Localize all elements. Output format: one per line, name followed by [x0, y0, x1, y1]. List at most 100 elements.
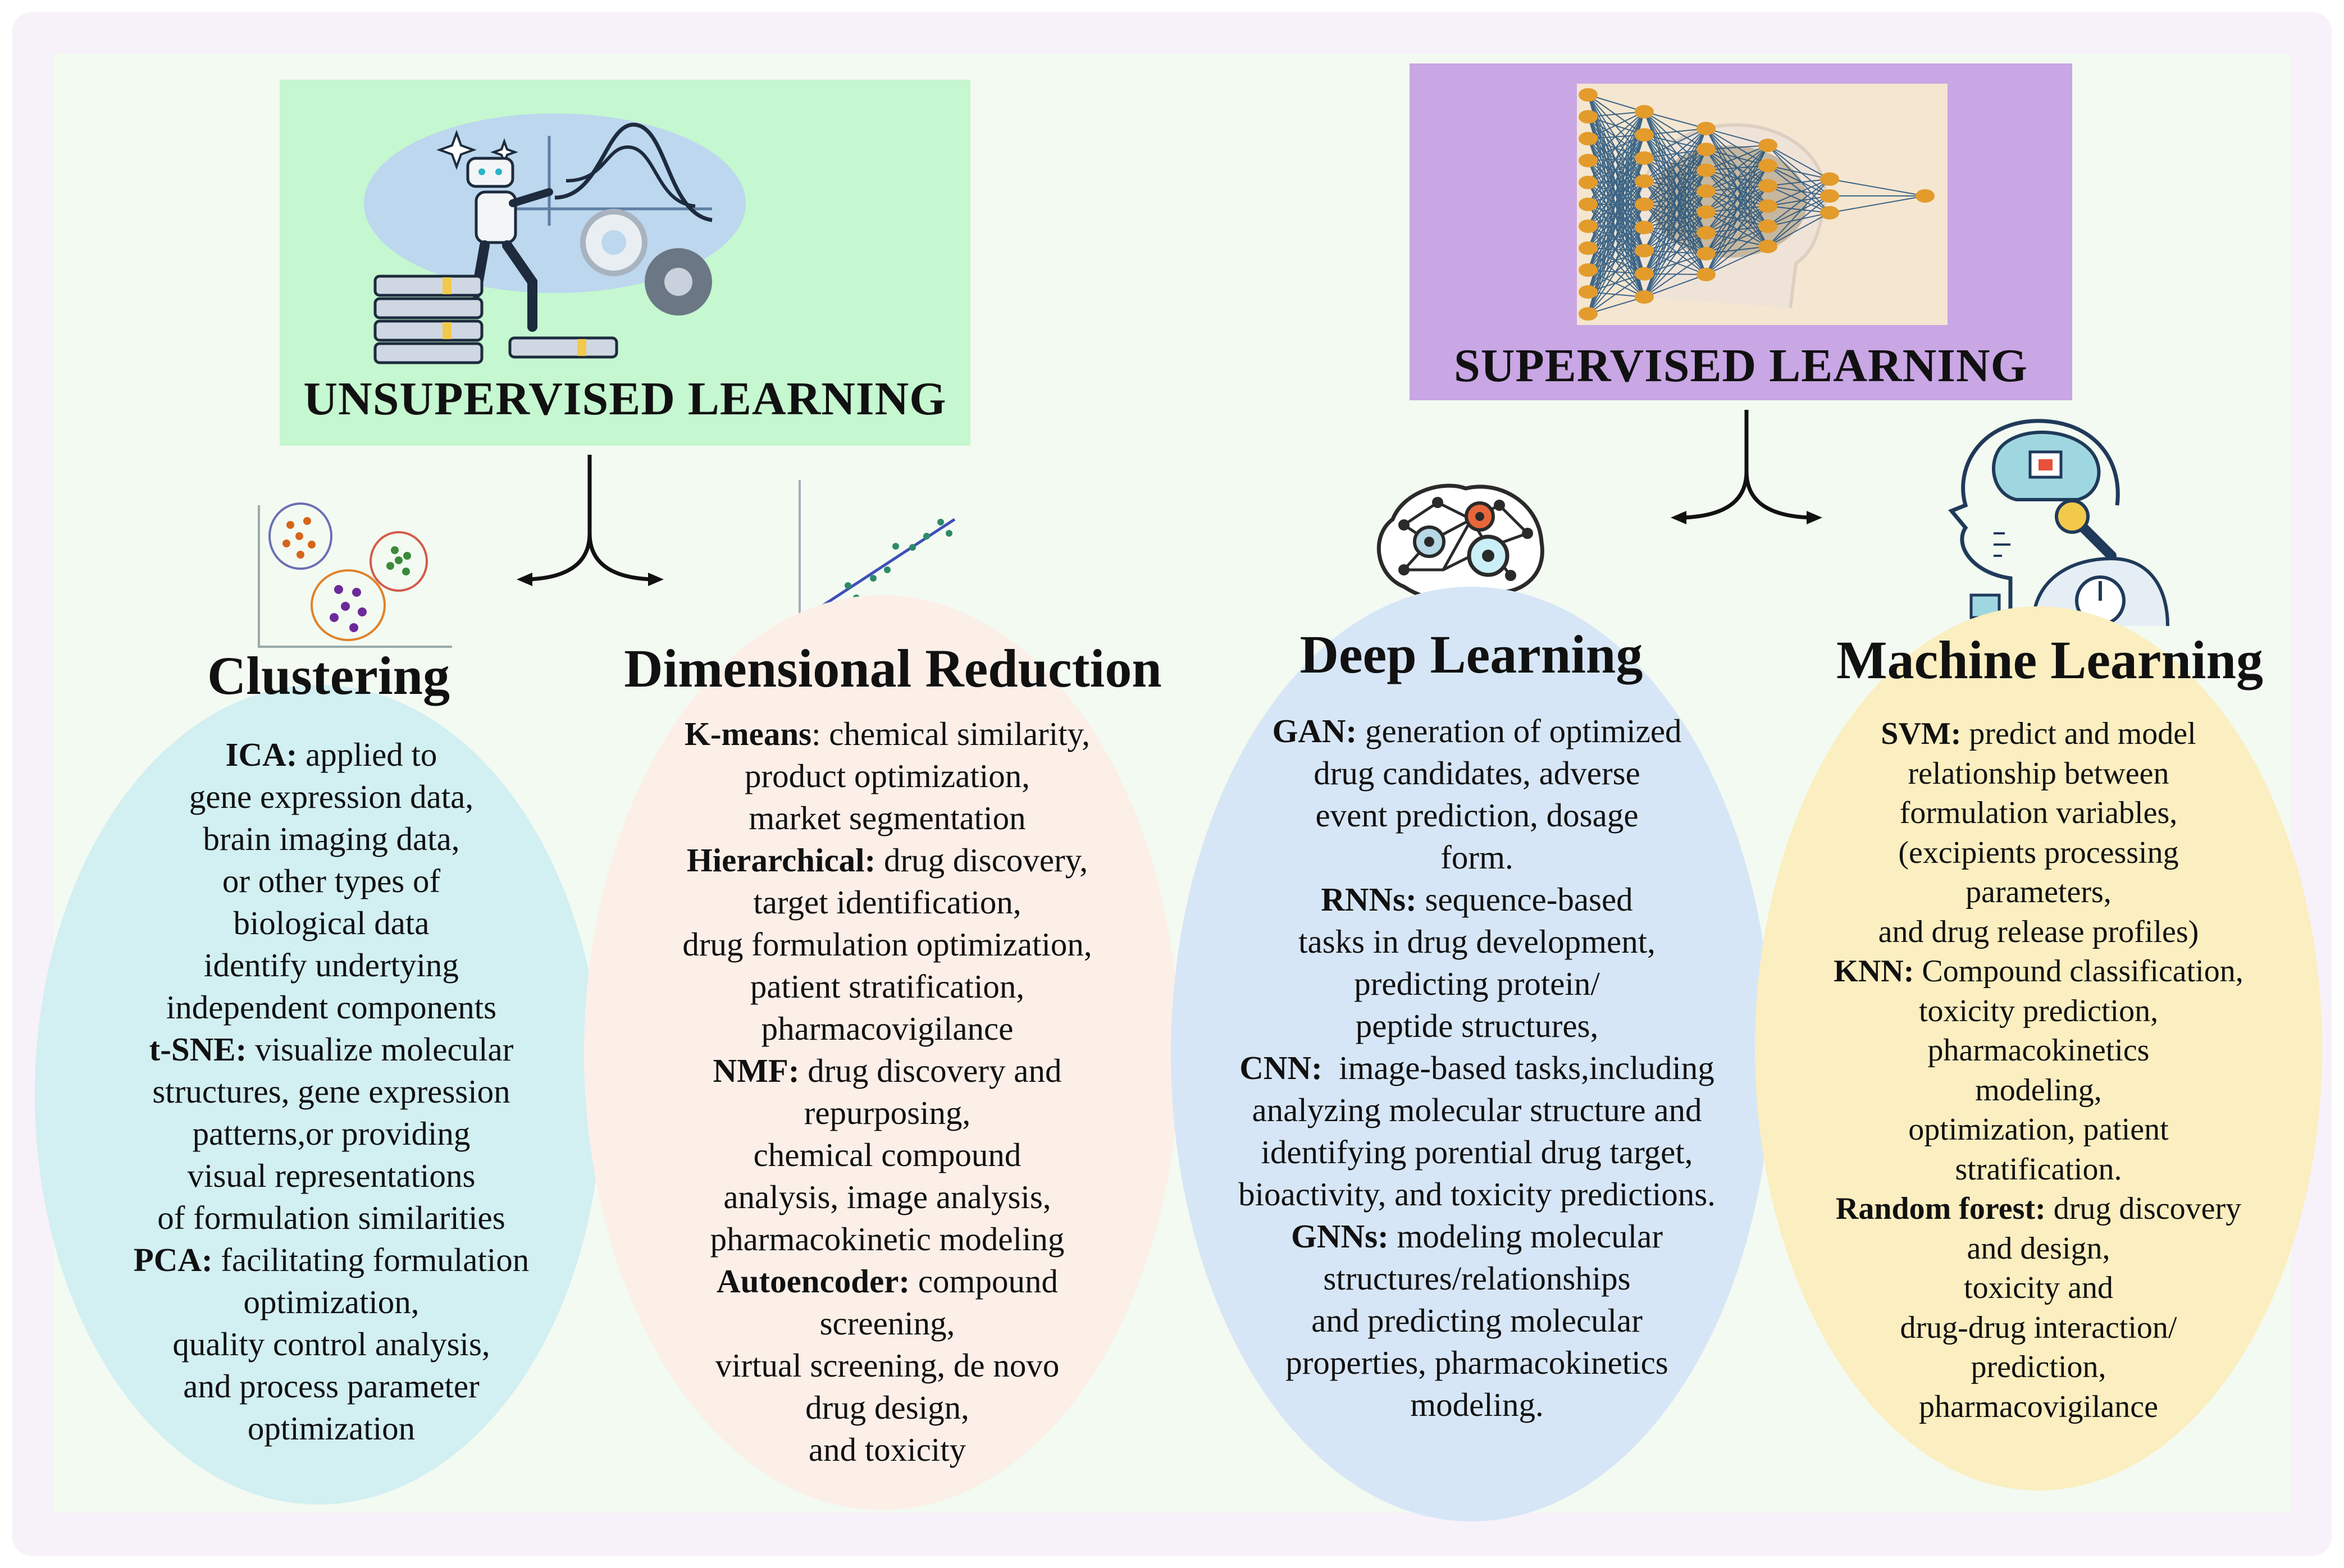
network-edge: [1588, 204, 1645, 314]
entry-label: RNNs:: [1321, 881, 1417, 918]
entry-text-line: independent components: [166, 989, 497, 1026]
entry-text: predict and model: [1961, 716, 2196, 751]
entry-text-line: or other types of: [222, 862, 441, 899]
entry-text-line: peptide structures,: [1355, 1007, 1599, 1044]
network-node: [1579, 198, 1598, 211]
network-node: [1697, 205, 1716, 219]
entry-heading-line: NMF: drug discovery and: [618, 1050, 1157, 1092]
network-edge: [1644, 111, 1707, 234]
network-edge: [1644, 134, 1707, 213]
network-edge: [1588, 273, 1645, 314]
entry-label: SVM:: [1881, 716, 1962, 751]
entry-text-line: pharmacokinetics: [1927, 1033, 2150, 1068]
network-node: [1579, 220, 1598, 233]
network-edge: [1644, 170, 1707, 205]
network-edge: [1705, 145, 1768, 275]
entry-text: image-based tasks,including: [1322, 1049, 1714, 1086]
entry-text-line: brain imaging data,: [203, 820, 460, 857]
network-node: [1697, 163, 1716, 177]
entry-text-line: drug-drug interaction/: [1900, 1310, 2177, 1345]
network-edge: [1767, 179, 1830, 247]
entry-text-line: and process parameter: [183, 1368, 480, 1405]
network-node: [1758, 139, 1777, 152]
entry-text: : chemical similarity,: [811, 715, 1091, 752]
network-edge: [1767, 179, 1830, 207]
network-edge: [1767, 212, 1830, 247]
entry-text: drug discovery,: [875, 842, 1088, 879]
entry-text: drug discovery: [2045, 1191, 2242, 1226]
entry-heading-line: ICA: applied to: [67, 734, 595, 776]
entry-text: applied to: [297, 736, 437, 773]
network-edge: [1644, 170, 1707, 298]
network-edge: [1705, 145, 1768, 213]
entry-label: ICA:: [225, 736, 298, 773]
network-edge: [1644, 170, 1707, 228]
network-edge: [1588, 111, 1645, 292]
network-edge: [1588, 94, 1645, 112]
network-edge: [1705, 128, 1768, 146]
entry-text-line: biological data: [233, 904, 430, 941]
entry-label: t-SNE:: [149, 1031, 247, 1068]
network-edge: [1588, 111, 1645, 205]
network-edge: [1588, 111, 1645, 314]
entry-text-line: product optimization,: [745, 757, 1030, 794]
network-node: [1820, 172, 1839, 186]
network-node: [1635, 174, 1654, 188]
supervised-panel: SUPERVISED LEARNING: [1410, 63, 2072, 400]
network-node: [1635, 244, 1654, 258]
entry-text-line: toxicity and: [1964, 1270, 2113, 1305]
entry-text-line: predicting protein/: [1354, 965, 1600, 1002]
clustering-ellipse: [35, 685, 602, 1505]
network-edge: [1705, 226, 1768, 275]
network-edge: [1644, 180, 1707, 234]
network-node: [1697, 246, 1716, 260]
network-edge: [1644, 232, 1707, 298]
network-node: [1635, 221, 1654, 235]
network-edge: [1644, 128, 1707, 298]
entry-text-line: gene expression data,: [189, 778, 474, 815]
network-edge: [1644, 128, 1707, 159]
unsupervised-panel: UNSUPERVISED LEARNING: [280, 80, 970, 446]
entry-text-line: prediction,: [1971, 1350, 2106, 1384]
entry-text-line: event prediction, dosage: [1315, 797, 1639, 834]
network-edge: [1767, 179, 1830, 186]
network-edge: [1705, 145, 1768, 192]
network-edge: [1705, 185, 1768, 275]
entry-label: CNN:: [1239, 1049, 1323, 1086]
network-edge: [1705, 145, 1768, 234]
network-edge: [1705, 145, 1768, 150]
network-edge: [1644, 111, 1707, 129]
network-edge: [1644, 134, 1707, 150]
entry-text-line: quality control analysis,: [172, 1325, 490, 1363]
machine-learning-title: Machine Learning: [1836, 630, 2263, 690]
network-node: [1579, 132, 1598, 145]
clustering-title: Clustering: [207, 646, 450, 706]
network-edge: [1588, 160, 1645, 228]
entry-text-line: bioactivity, and toxicity predictions.: [1238, 1176, 1716, 1213]
entry-heading-line: PCA: facilitating formulation: [67, 1239, 595, 1281]
entry-label: Random forest:: [1835, 1191, 2046, 1226]
network-node: [1758, 220, 1777, 233]
network-edge: [1705, 165, 1768, 275]
network-node: [1697, 143, 1716, 157]
network-edge: [1588, 111, 1645, 271]
network-edge: [1644, 204, 1707, 234]
dimensional-reduction-ellipse: [584, 595, 1179, 1510]
entry-heading-line: K-means: chemical similarity,: [618, 713, 1157, 755]
entry-text-line: properties, pharmacokinetics: [1285, 1344, 1668, 1381]
dimensional-reduction-title: Dimensional Reduction: [624, 638, 1162, 698]
robot-data-illustration: [364, 113, 746, 364]
entry-text-line: optimization, patient: [1908, 1112, 2169, 1147]
network-node: [1635, 151, 1654, 165]
network-node: [1579, 110, 1598, 124]
entry-text-line: modeling,: [1975, 1072, 2102, 1108]
entry-text-line: and drug release profiles): [1878, 914, 2199, 949]
network-edge: [1644, 128, 1707, 228]
network-edge: [1644, 111, 1707, 192]
entry-heading-line: CNN: image-based tasks,including: [1185, 1047, 1769, 1089]
network-node: [1758, 159, 1777, 172]
entry-text-line: patient stratification,: [750, 968, 1025, 1005]
entry-text-line: and toxicity: [808, 1431, 966, 1468]
entry-text-line: screening,: [819, 1305, 955, 1342]
